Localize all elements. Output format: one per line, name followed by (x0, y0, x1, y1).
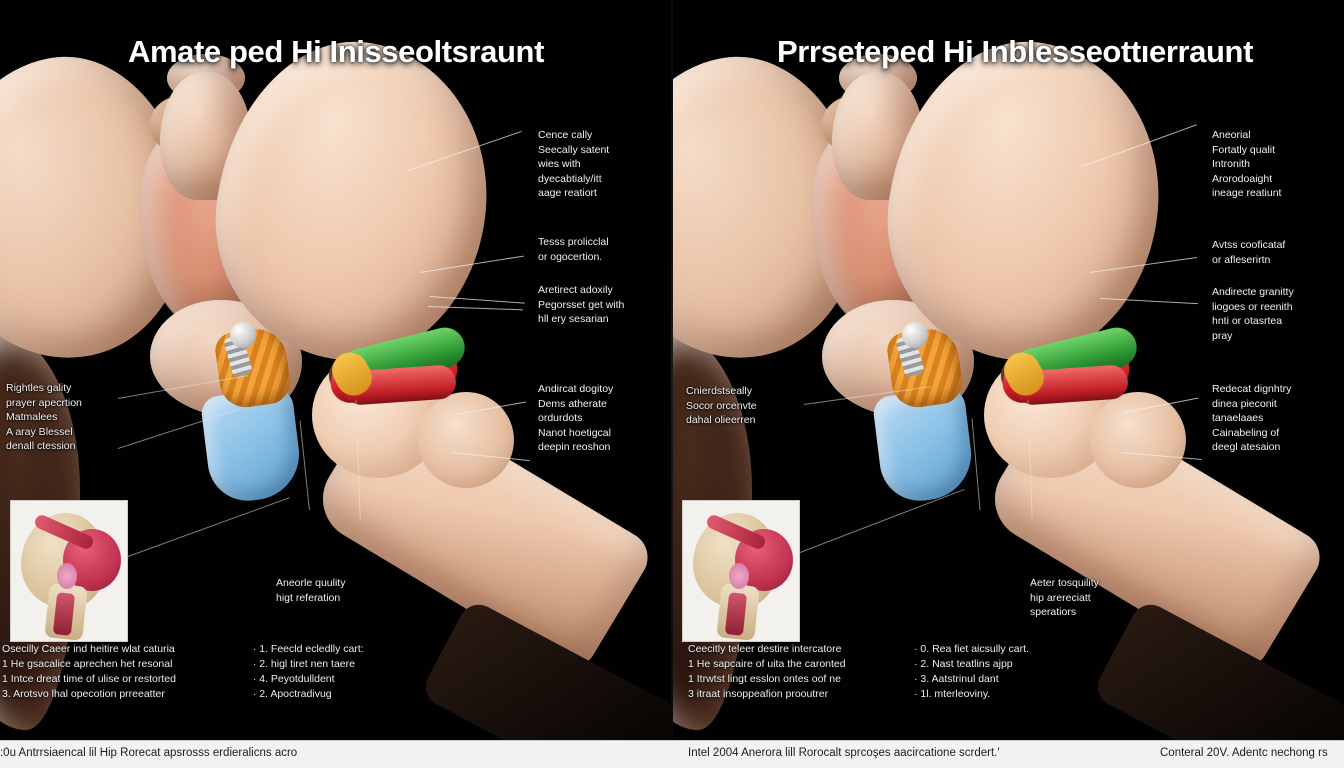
bottom-list-left-col2: · 1. Feecld ecledlly cart: · 2. higl tir… (252, 643, 364, 700)
annotation-left-5: Rightles gality prayer apecrtion Matmale… (6, 382, 82, 452)
inset-tissue (57, 563, 77, 589)
panel-right: Prrseteped Hi Inblesseottıerraunt Aneori… (672, 0, 1344, 740)
bottom-list-right-col1: Ceecitly teleer destire intercatore 1 He… (688, 643, 846, 700)
annotation-left-6: Aneorle quulity higt referation (276, 577, 346, 604)
annotation-right-2: Avtss cooficataf or afleserirtn (1212, 239, 1286, 266)
panel-left: Amate ped Hi Inisseoltsraunt Cence cally… (0, 0, 672, 740)
panel-right-title: Prrseteped Hi Inblesseottıerraunt (776, 34, 1254, 69)
annotation-right-3: Andirecte granitty liogoes or reenith hn… (1212, 286, 1294, 342)
annotation-right-4: Redecat dignhtry dinea pieconit tanaelaa… (1212, 383, 1292, 453)
inset-photo-left (10, 500, 128, 642)
annotation-right-1: Aneorial Fortatly qualit Intronith Aroro… (1212, 129, 1282, 199)
annotation-left-1: Cence cally Seecally satent wies with dy… (538, 129, 610, 199)
panel-left-title: Amate ped Hi Inisseoltsraunt (127, 34, 544, 69)
anatomy-illustration-left (0, 0, 672, 740)
caption-center: Intel 2004 Anerora lill Rorocalt sprcoşe… (688, 747, 1000, 759)
bottom-list-left: Osecilly Caeer ind heitire wlat caturia … (2, 642, 422, 702)
bottom-list-right: Ceecitly teleer destire intercatore 1 He… (688, 642, 1108, 702)
greater-trochanter (418, 392, 514, 488)
annotation-left-3: Aretirect adoxily Pegorsset get with hll… (538, 284, 625, 325)
greater-trochanter (1090, 392, 1186, 488)
screw-head-icon (902, 322, 928, 348)
caption-bar: nat:0u Antrrsiaencal lil Hip Rorecat aps… (0, 740, 1344, 768)
annotation-left-4: Andircat dogitoy Dems atherate ordurdots… (538, 383, 614, 453)
caption-left: nat:0u Antrrsiaencal lil Hip Rorecat aps… (0, 747, 298, 759)
bottom-list-left-col1: Osecilly Caeer ind heitire wlat caturia … (2, 643, 176, 700)
bottom-list-right-col2: · 0. Rea fiet aicsully cart. · 2. Nast t… (914, 643, 1029, 700)
inset-tissue (729, 563, 749, 589)
caption-right: Conteral 20V. Adentc nechong rs (1160, 747, 1328, 759)
screw-head-icon (230, 322, 256, 348)
inset-photo-right (682, 500, 800, 642)
panel-divider (671, 0, 673, 740)
annotation-right-6: Aeter tosquility hip arereciatt speratio… (1030, 577, 1099, 618)
annotation-right-5: Cnierdstseally Socor orcenvte dahal olie… (686, 385, 757, 426)
annotation-left-2: Tesss prolicclal or ogocertion. (538, 236, 609, 263)
